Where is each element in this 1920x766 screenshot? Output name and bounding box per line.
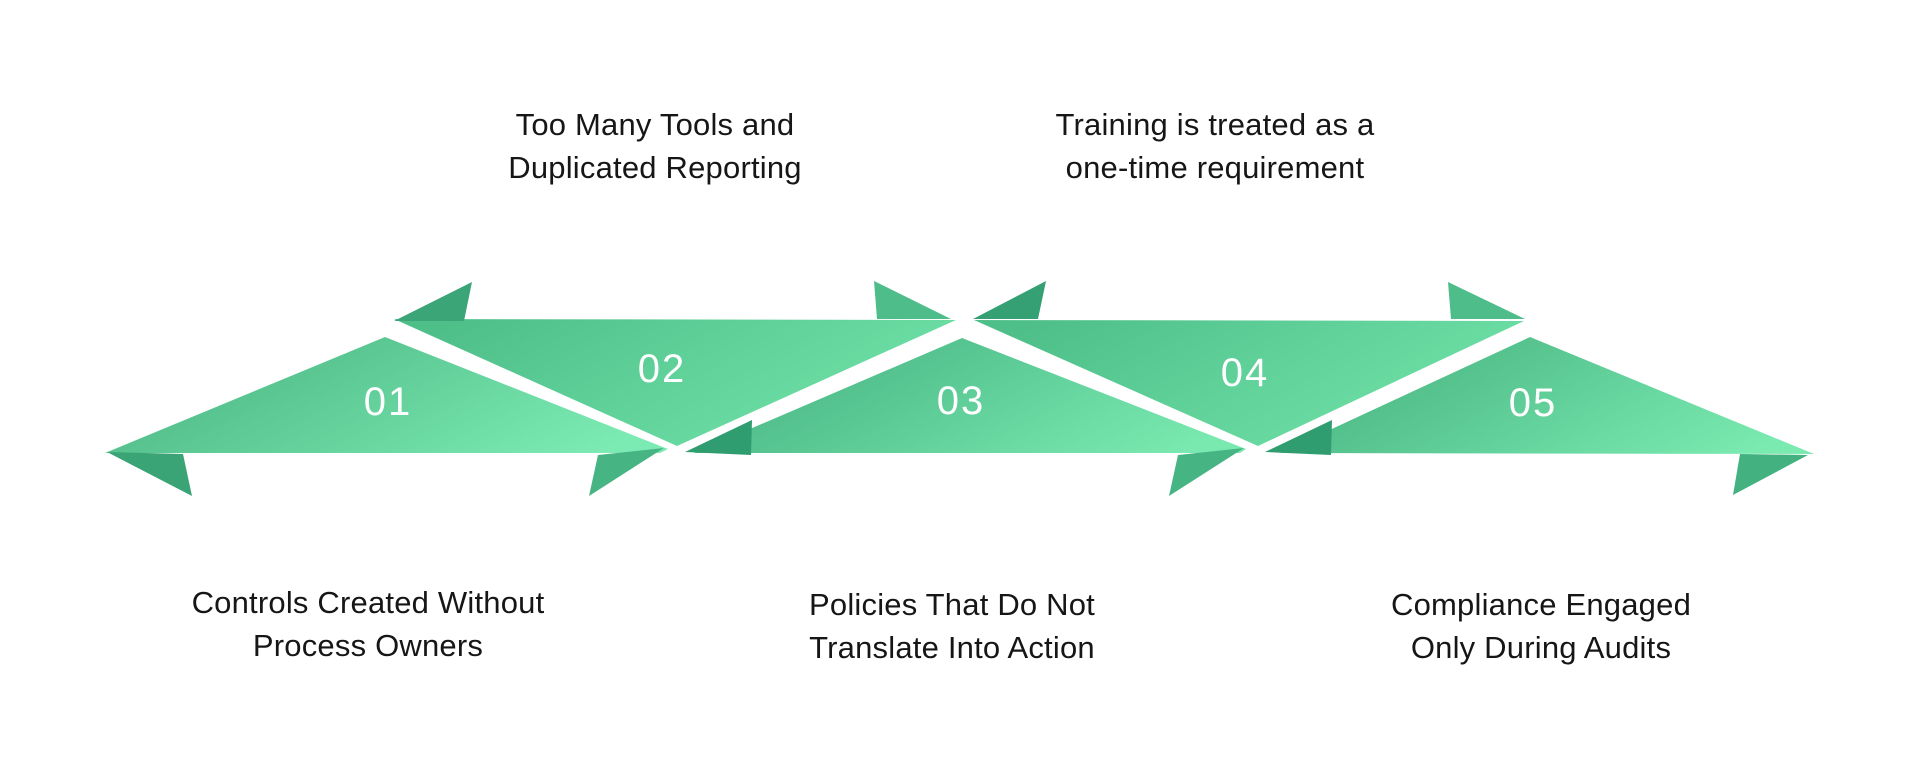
step-label-02-line1: Too Many Tools and — [515, 107, 795, 142]
ribbon-segment-05 — [1280, 337, 1814, 454]
ribbon-segment-01 — [105, 337, 668, 453]
step-number-03: 03 — [936, 379, 986, 423]
step-label-04-line1: Training is treated as a — [1055, 107, 1375, 142]
fold-bottom-junction-2-arrow — [1265, 420, 1332, 455]
step-label-05-line1: Compliance Engaged — [1390, 587, 1692, 622]
fold-bottom-junction-1-arrow — [685, 420, 752, 455]
ribbon-segment-03 — [694, 338, 1246, 453]
fold-bottom-junction-2-left — [1169, 448, 1244, 496]
fold-top-junction-3-left — [1448, 282, 1525, 319]
fold-top-junction-2-right — [973, 281, 1046, 319]
ribbon-segment-02 — [394, 319, 956, 446]
fold-left-end — [107, 452, 192, 496]
step-label-04: Training is treated as a one-time requir… — [1056, 103, 1375, 189]
fold-top-junction-2-left — [874, 281, 951, 319]
step-label-03-line2: Translate Into Action — [809, 630, 1095, 665]
ribbon-segment-04 — [974, 320, 1524, 446]
step-number-05: 05 — [1508, 381, 1558, 425]
step-label-01-line2: Process Owners — [252, 628, 484, 663]
step-label-01: Controls Created Without Process Owners — [192, 581, 545, 667]
step-label-02-line2: Duplicated Reporting — [508, 150, 802, 185]
step-label-01-line1: Controls Created Without — [191, 585, 545, 620]
step-label-04-line2: one-time requirement — [1065, 150, 1365, 185]
step-number-01: 01 — [363, 380, 413, 424]
fold-bottom-junction-1-left — [589, 448, 664, 496]
fold-top-junction-1 — [394, 282, 472, 321]
step-label-03-line1: Policies That Do Not — [809, 587, 1095, 622]
step-number-04: 04 — [1220, 351, 1270, 395]
step-label-02: Too Many Tools and Duplicated Reporting — [508, 103, 802, 189]
step-number-02: 02 — [637, 347, 687, 391]
fold-right-end — [1733, 454, 1808, 495]
step-label-05: Compliance Engaged Only During Audits — [1391, 583, 1691, 669]
step-label-03: Policies That Do Not Translate Into Acti… — [809, 583, 1095, 669]
step-label-05-line2: Only During Audits — [1410, 630, 1672, 665]
